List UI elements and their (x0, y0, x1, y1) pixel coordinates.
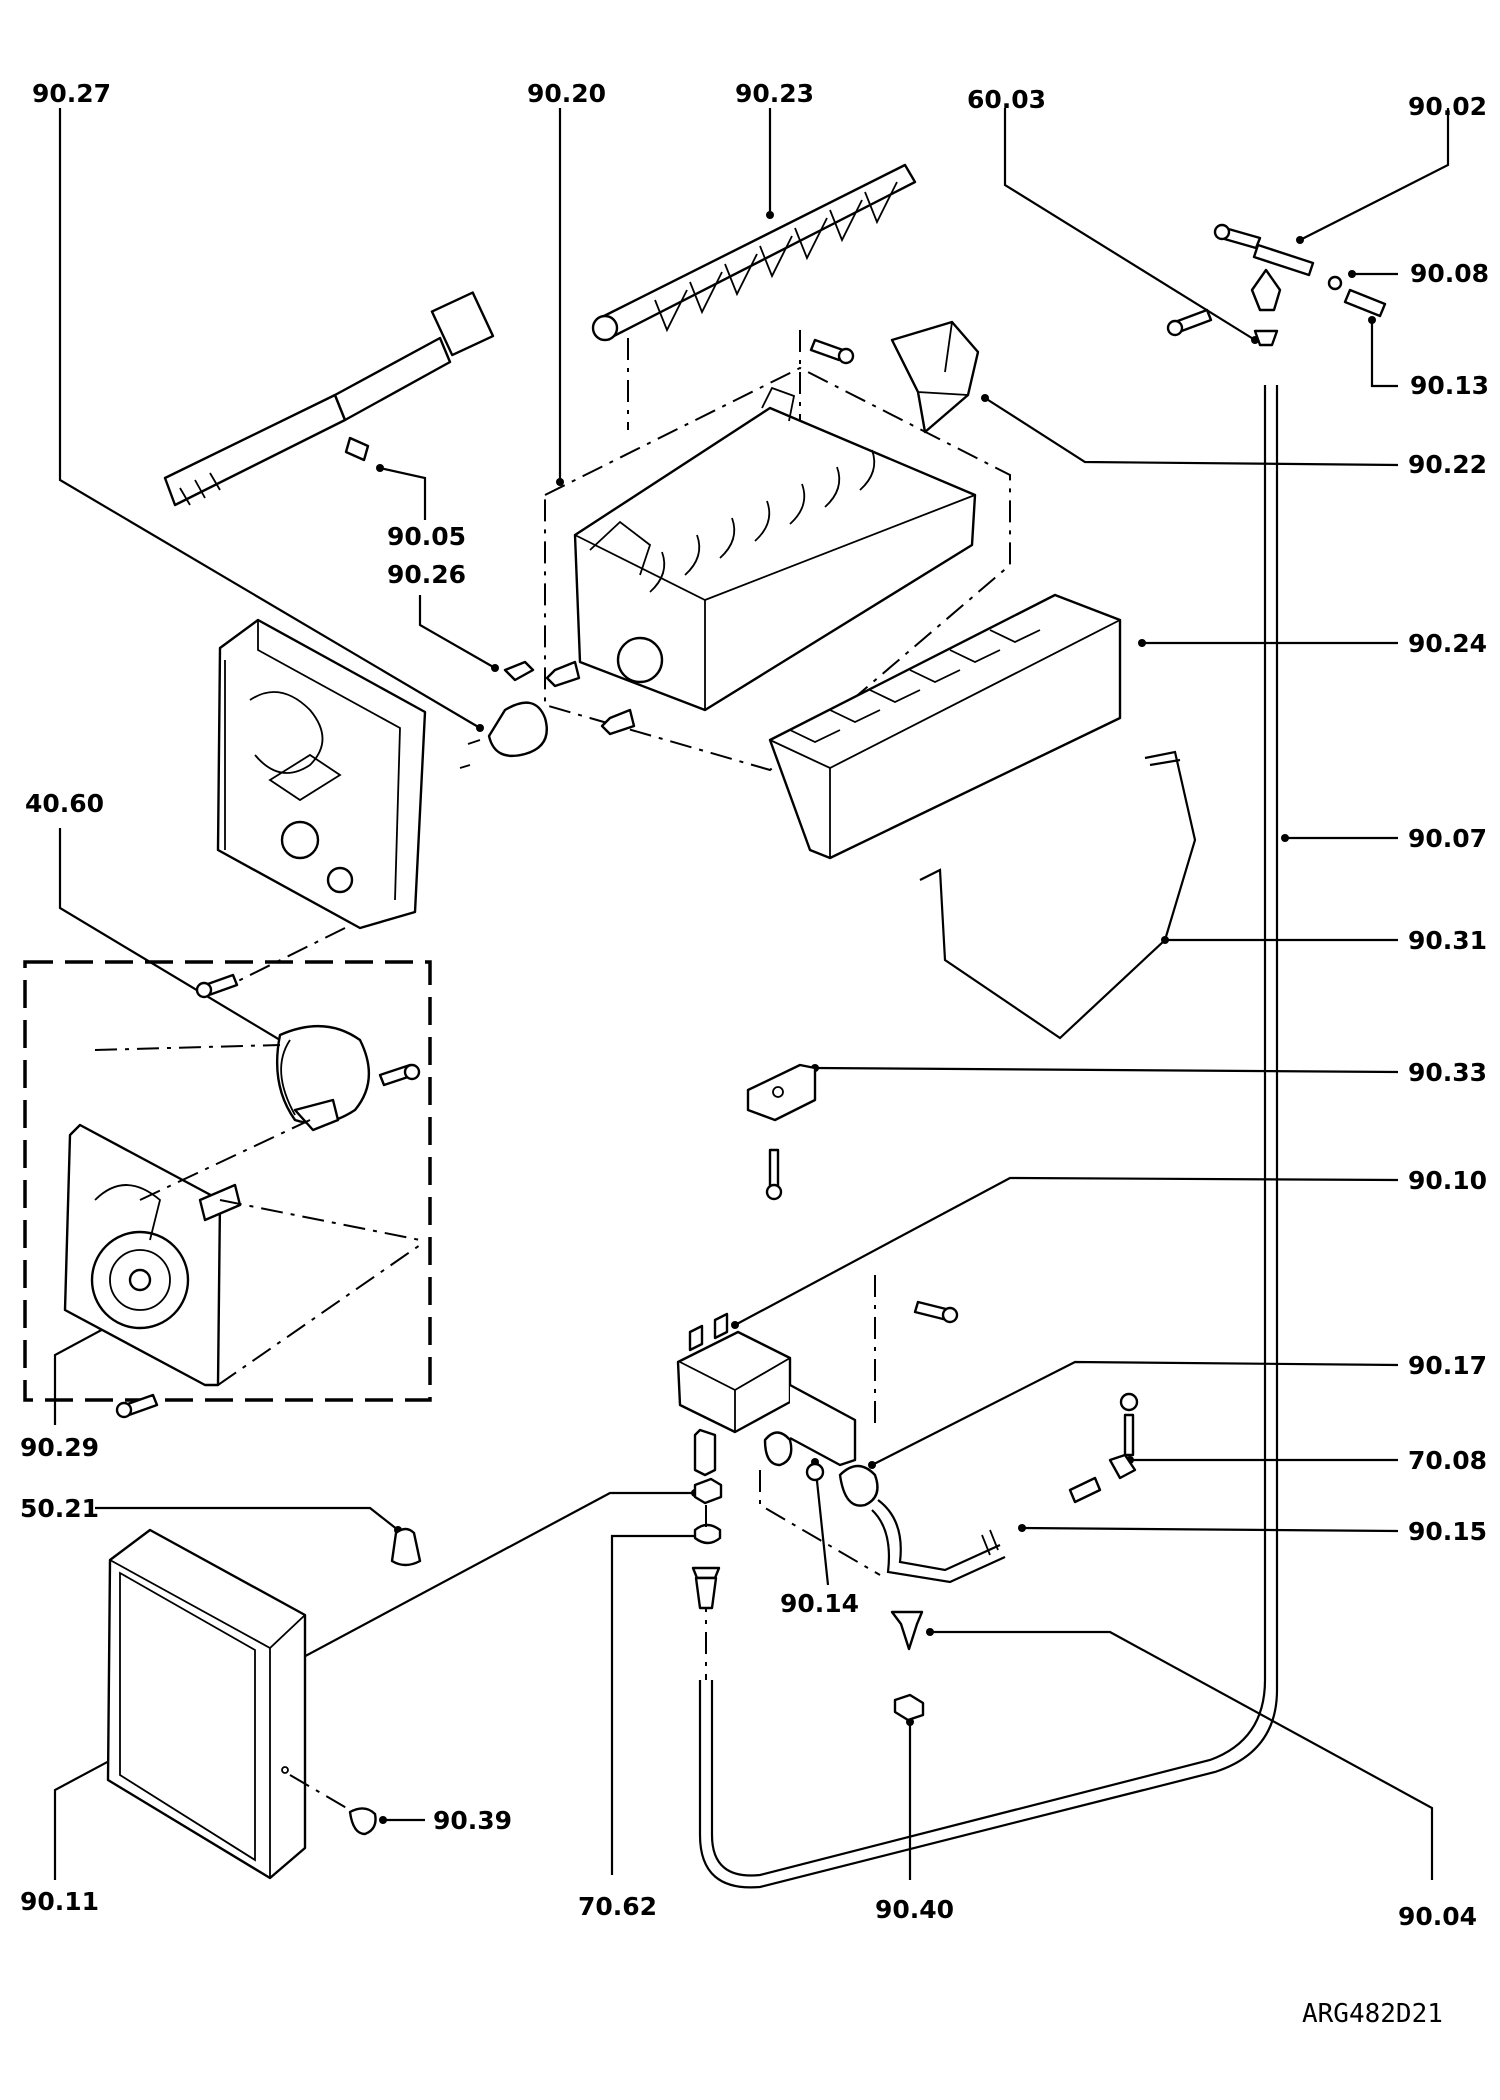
callout-70-62: 70.62 (578, 1892, 657, 1921)
control-housing (216, 618, 427, 986)
callout-90-10: 90.10 (1408, 1166, 1487, 1195)
fill-cup (890, 320, 980, 434)
module-plate (63, 1119, 421, 1387)
callout-50-21: 50.21 (20, 1494, 99, 1523)
callout-90-20: 90.20 (527, 79, 606, 108)
thermostat (459, 660, 548, 769)
drawing-code: ARG482D21 (1302, 1999, 1443, 2029)
water-valve (676, 1275, 876, 1477)
ejector-blade-assembly (591, 163, 917, 430)
callout-90-29: 90.29 (20, 1433, 99, 1462)
callout-90-39: 90.39 (433, 1806, 512, 1835)
callout-90-07: 90.07 (1408, 824, 1487, 853)
motor-module-dashed-box (23, 960, 432, 1402)
callout-90-14: 90.14 (780, 1589, 859, 1618)
callout-90-27: 90.27 (32, 79, 111, 108)
shutoff-bracket (746, 1063, 817, 1201)
leader-lines (53, 108, 1450, 1880)
callout-90-04: 90.04 (1398, 1902, 1477, 1931)
callout-90-31: 90.31 (1408, 926, 1487, 955)
inlet-nut-and-sleeve (691, 1477, 723, 1610)
cover-panel (106, 1528, 307, 1880)
callout-90-08: 90.08 (1410, 259, 1489, 288)
valve-outlet-dashed (759, 1470, 881, 1576)
callout-90-11: 90.11 (20, 1887, 99, 1916)
callout-70-08: 70.08 (1408, 1446, 1487, 1475)
callout-90-13: 90.13 (1410, 371, 1489, 400)
mold-screw (799, 330, 855, 420)
hex-nut (893, 1693, 925, 1722)
callout-90-22: 90.22 (1408, 450, 1487, 479)
module-screw (115, 1393, 159, 1419)
callout-90-02: 90.02 (1408, 92, 1487, 121)
valve-screw (913, 1300, 959, 1324)
mold-enclosure-dashed (544, 366, 1011, 772)
mold-cover (768, 593, 1122, 860)
callout-40-60: 40.60 (25, 789, 104, 818)
shutoff-arm (919, 750, 1197, 1040)
callout-90-26: 90.26 (387, 560, 466, 589)
valve-washer (805, 1462, 825, 1482)
callout-90-17: 90.17 (1408, 1351, 1487, 1380)
housing-screw (195, 973, 239, 999)
callout-labels: 90.27 90.20 90.23 60.03 90.02 90.08 90.1… (20, 79, 1489, 1931)
tube-clip (890, 1610, 924, 1651)
wire-cap (390, 1527, 422, 1567)
callout-90-05: 90.05 (387, 522, 466, 551)
ice-mold (545, 386, 977, 736)
callout-90-33: 90.33 (1408, 1058, 1487, 1087)
fill-tube-fitting (1166, 223, 1387, 347)
callout-90-40: 90.40 (875, 1895, 954, 1924)
callout-90-15: 90.15 (1408, 1517, 1487, 1546)
callout-90-24: 90.24 (1408, 629, 1487, 658)
panel-plug (289, 1774, 377, 1836)
valve-outlet-fitting (838, 1392, 1139, 1584)
callout-60-03: 60.03 (967, 85, 1046, 114)
callout-90-23: 90.23 (735, 79, 814, 108)
wiring-harness (163, 291, 495, 507)
motor (94, 1025, 421, 1132)
